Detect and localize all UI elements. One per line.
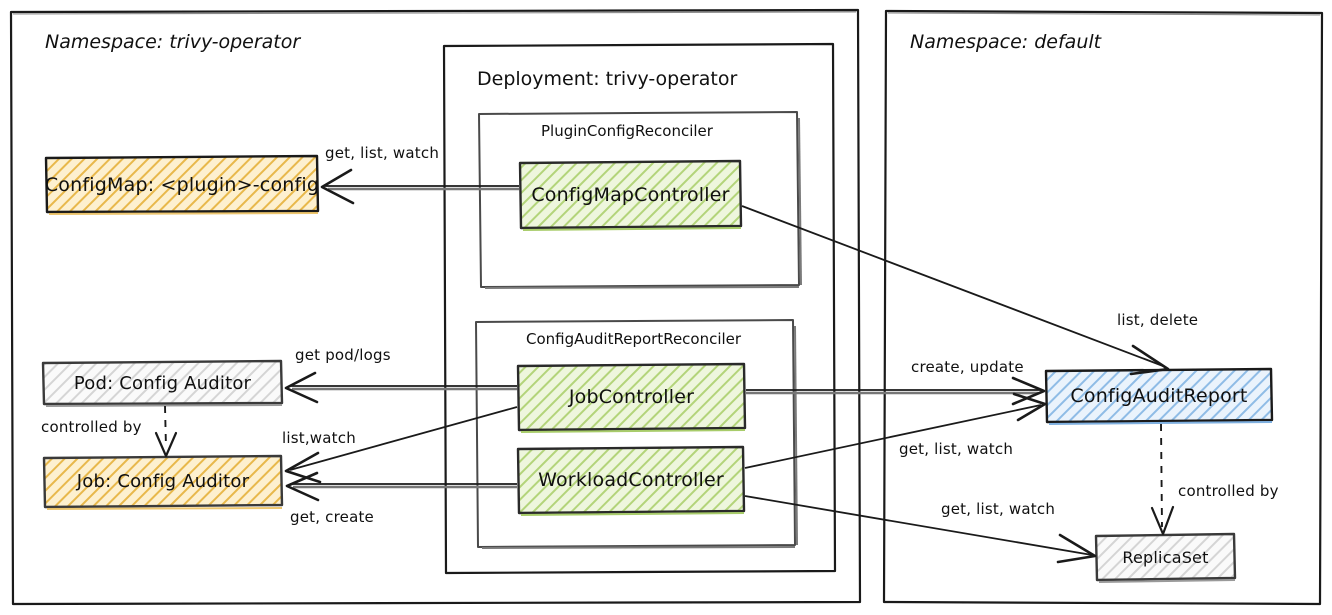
edge-configmapcontroller-to-configauditreport: [741, 205, 1170, 376]
node-replicaset[interactable]: [1094, 532, 1237, 583]
edge-workloadcontroller-to-configauditreport: [744, 392, 1047, 469]
namespace-default-box: [882, 9, 1324, 606]
deployment-box: [442, 42, 837, 575]
config-audit-report-reconciler-box: [475, 319, 798, 549]
node-configmap[interactable]: [44, 154, 320, 215]
namespace-trivy-operator-box: [9, 8, 862, 606]
plugin-config-reconciler-box: [478, 111, 802, 289]
edge-configmapcontroller-to-configmap: [320, 168, 519, 205]
node-configmap-controller[interactable]: [518, 159, 743, 231]
node-pod[interactable]: [41, 359, 284, 407]
node-job-controller[interactable]: [516, 362, 747, 433]
edge-pod-to-job-controlled-by: [154, 405, 178, 458]
node-workload-controller[interactable]: [516, 445, 746, 516]
node-job[interactable]: [42, 454, 284, 510]
edge-workloadcontroller-to-replicaset: [744, 495, 1097, 564]
edge-configauditreport-to-replicaset-controlled-by: [1150, 423, 1175, 536]
edge-jobcontroller-to-job: [284, 406, 518, 484]
edge-jobcontroller-to-configauditreport: [746, 376, 1046, 406]
edge-workloadcontroller-to-job: [285, 471, 517, 502]
edge-jobcontroller-to-pod: [284, 371, 517, 404]
node-config-audit-report[interactable]: [1044, 367, 1274, 425]
